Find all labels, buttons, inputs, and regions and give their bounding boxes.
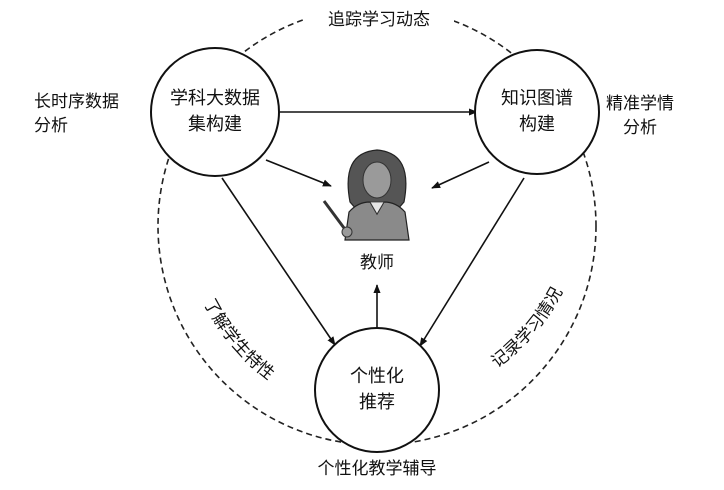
- node-label-knowledge-graph: 知识图谱 构建: [477, 86, 597, 138]
- arrow-data-to-teacher: [265, 159, 332, 187]
- node-label-line2: 构建: [519, 114, 555, 135]
- node-label-personalized-recommend: 个性化 推荐: [317, 364, 437, 416]
- node-label-line2: 集构建: [188, 114, 242, 135]
- node-label-line1: 知识图谱: [501, 88, 573, 109]
- label-precise-learning-analysis: 精准学情 分析: [606, 92, 674, 140]
- node-circle-data-construction: [150, 47, 280, 177]
- arrow-knowledge-to-teacher: [431, 161, 490, 189]
- node-label-line1: 学科大数据: [170, 88, 260, 109]
- node-label-line2: 推荐: [359, 392, 395, 413]
- label-line2: 分析: [34, 116, 68, 136]
- label-long-sequence-analysis: 长时序数据 分析: [34, 90, 119, 138]
- node-circle-personalized-recommend: [314, 327, 440, 453]
- label-line2: 分析: [623, 118, 657, 138]
- label-line1: 精准学情: [606, 94, 674, 114]
- label-personalized-tutoring: 个性化教学辅导: [317, 459, 437, 479]
- arrow-data-to-recommend: [221, 177, 336, 346]
- node-label-data-construction: 学科大数据 集构建: [155, 86, 275, 138]
- label-line1: 长时序数据: [34, 92, 119, 112]
- arc-label-understand-students: 了解学生特性: [199, 295, 278, 384]
- top-label-mask: [304, 6, 454, 32]
- teacher-icon: [322, 149, 410, 241]
- label-track-dynamics: 追踪学习动态: [328, 10, 430, 30]
- arrow-knowledge-to-recommend: [419, 177, 525, 347]
- node-label-line1: 个性化: [350, 366, 404, 387]
- arc-label-record-learning: 记录学习情况: [488, 284, 567, 372]
- node-circle-knowledge-graph: [474, 49, 600, 175]
- teacher-label: 教师: [360, 253, 394, 273]
